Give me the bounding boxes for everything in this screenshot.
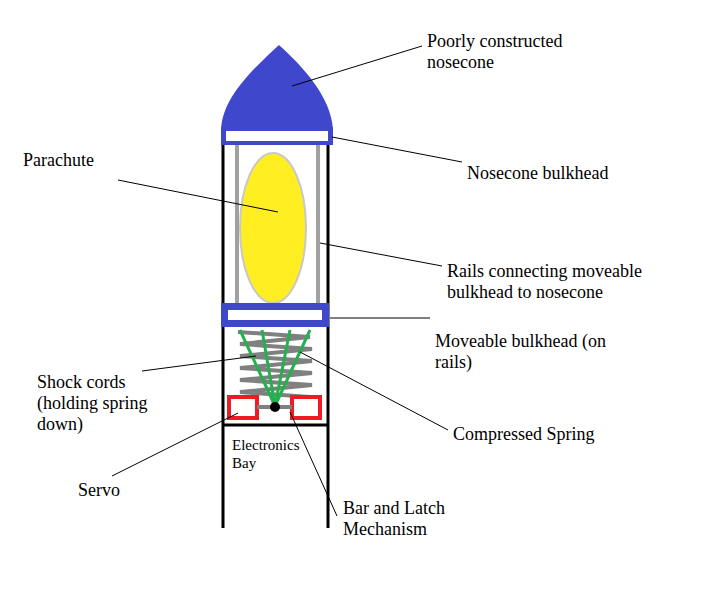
parachute xyxy=(240,153,306,303)
leader-line xyxy=(330,318,430,319)
moveable-bulkhead xyxy=(221,303,329,327)
tube-wall xyxy=(327,140,330,528)
tube-wall xyxy=(222,140,225,528)
leader-lines xyxy=(112,46,462,516)
part-label: Poorly constructed nosecone xyxy=(427,31,597,73)
leader-line xyxy=(118,180,278,212)
leader-line xyxy=(320,243,442,266)
part-label: Servo xyxy=(78,480,158,501)
leader-line xyxy=(112,413,238,476)
part-label: Shock cords (holding spring down) xyxy=(37,372,173,435)
bulkhead-inner xyxy=(228,310,322,320)
leader-line xyxy=(300,352,448,430)
part-label: Rails connecting moveable bulkhead to no… xyxy=(447,261,679,303)
leader-line xyxy=(290,412,337,516)
leader-line xyxy=(292,46,422,86)
servo xyxy=(292,397,320,418)
part-label: Nosecone bulkhead xyxy=(467,163,687,184)
bay-divider xyxy=(223,424,328,427)
leader-line xyxy=(142,356,256,371)
nosecone xyxy=(221,45,333,130)
bulkhead-inner xyxy=(226,131,328,141)
rail xyxy=(235,145,239,304)
shock-cords xyxy=(240,330,310,406)
leader-line xyxy=(332,137,462,162)
part-label: Bar and Latch Mechanism xyxy=(343,498,473,540)
part-label: Compressed Spring xyxy=(453,424,673,445)
part-label: Moveable bulkhead (on rails) xyxy=(435,331,607,373)
part-label: Electronics Bay xyxy=(232,436,316,472)
latch-pin xyxy=(270,402,280,412)
nosecone-bulkhead xyxy=(221,127,333,145)
part-label: Parachute xyxy=(23,150,143,171)
compressed-spring xyxy=(238,332,312,397)
rail xyxy=(316,145,320,304)
